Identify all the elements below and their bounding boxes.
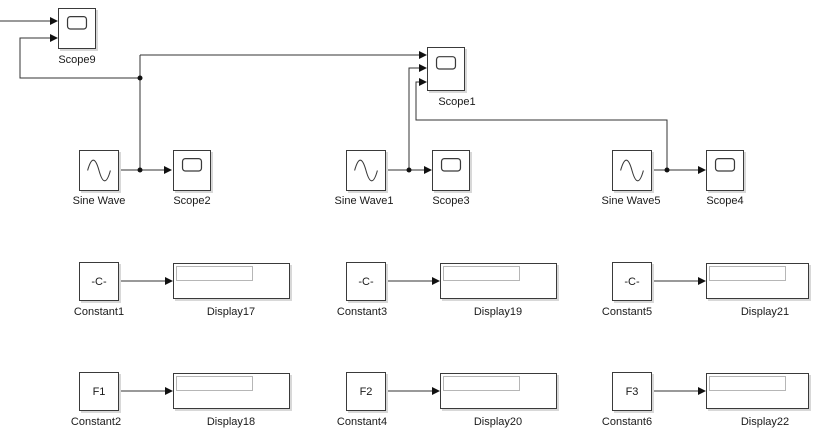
arrowhead [165, 277, 173, 285]
display-readout [176, 266, 253, 281]
sine-wave5-label: Sine Wave5 [601, 195, 661, 207]
display17-label: Display17 [206, 306, 256, 318]
scope-icon [181, 158, 203, 172]
sine-wave-icon [620, 159, 644, 182]
display-readout [443, 376, 520, 391]
constant3-value: -C- [358, 275, 374, 288]
display20-label: Display20 [473, 416, 523, 428]
display22-label: Display22 [740, 416, 790, 428]
sine-wave1-block[interactable] [346, 150, 386, 191]
display19-block[interactable] [440, 263, 557, 299]
constant1-value: -C- [91, 275, 107, 288]
wire-to-scope9-in2 [19, 37, 140, 79]
constant5-value: -C- [624, 275, 640, 288]
scope9-block[interactable] [58, 8, 96, 49]
constant5-block[interactable]: -C- [612, 262, 652, 301]
display-readout [443, 266, 520, 281]
constant2-block[interactable]: F1 [79, 372, 119, 411]
constant6-value: F3 [625, 385, 639, 398]
scope-icon [440, 158, 462, 172]
display21-label: Display21 [740, 306, 790, 318]
constant1-block[interactable]: -C- [79, 262, 119, 301]
display19-label: Display19 [473, 306, 523, 318]
display-readout [709, 266, 786, 281]
display-readout [176, 376, 253, 391]
constant5-label: Constant5 [601, 306, 653, 318]
constant4-label: Constant4 [336, 416, 388, 428]
arrowhead [424, 166, 432, 174]
wire-to-scope1-in2 [408, 67, 419, 170]
scope3-block[interactable] [432, 150, 470, 191]
constant2-value: F1 [92, 385, 106, 398]
constant4-value: F2 [359, 385, 373, 398]
branch-point [664, 167, 670, 173]
sine-wave-icon [87, 159, 111, 182]
branch-point [137, 75, 143, 81]
display18-label: Display18 [206, 416, 256, 428]
arrowhead [165, 387, 173, 395]
arrowhead [698, 387, 706, 395]
constant3-block[interactable]: -C- [346, 262, 386, 301]
sine-wave-icon [354, 159, 378, 182]
constant3-label: Constant3 [336, 306, 388, 318]
display18-block[interactable] [173, 373, 290, 409]
display21-block[interactable] [706, 263, 809, 299]
sine-wave5-block[interactable] [612, 150, 652, 191]
arrowhead [50, 34, 58, 42]
constant1-label: Constant1 [73, 306, 125, 318]
display22-block[interactable] [706, 373, 809, 409]
arrowhead [698, 166, 706, 174]
arrowhead [419, 78, 427, 86]
arrowhead [432, 277, 440, 285]
constant2-label: Constant2 [70, 416, 122, 428]
scope1-block[interactable] [427, 47, 465, 91]
scope9-label: Scope9 [58, 54, 96, 66]
display17-block[interactable] [173, 263, 290, 299]
branch-point [406, 167, 412, 173]
sine-wave-label: Sine Wave [72, 195, 126, 207]
wire-to-scope1-in3 [415, 81, 668, 170]
constant4-block[interactable]: F2 [346, 372, 386, 411]
scope4-block[interactable] [706, 150, 744, 191]
scope2-label: Scope2 [173, 195, 211, 207]
arrowhead [698, 277, 706, 285]
display20-block[interactable] [440, 373, 557, 409]
arrowhead [50, 17, 58, 25]
arrowhead [419, 64, 427, 72]
constant6-label: Constant6 [601, 416, 653, 428]
sine-wave-block[interactable] [79, 150, 119, 191]
scope4-label: Scope4 [706, 195, 744, 207]
scope-icon [714, 158, 736, 172]
sine-wave1-label: Sine Wave1 [334, 195, 394, 207]
scope-icon [66, 16, 88, 30]
constant6-block[interactable]: F3 [612, 372, 652, 411]
display-readout [709, 376, 786, 391]
scope2-block[interactable] [173, 150, 211, 191]
arrowhead [432, 387, 440, 395]
branch-point [137, 167, 143, 173]
scope1-label: Scope1 [438, 96, 476, 108]
scope-icon [435, 56, 457, 70]
arrowhead [164, 166, 172, 174]
scope3-label: Scope3 [432, 195, 470, 207]
arrowhead [419, 51, 427, 59]
